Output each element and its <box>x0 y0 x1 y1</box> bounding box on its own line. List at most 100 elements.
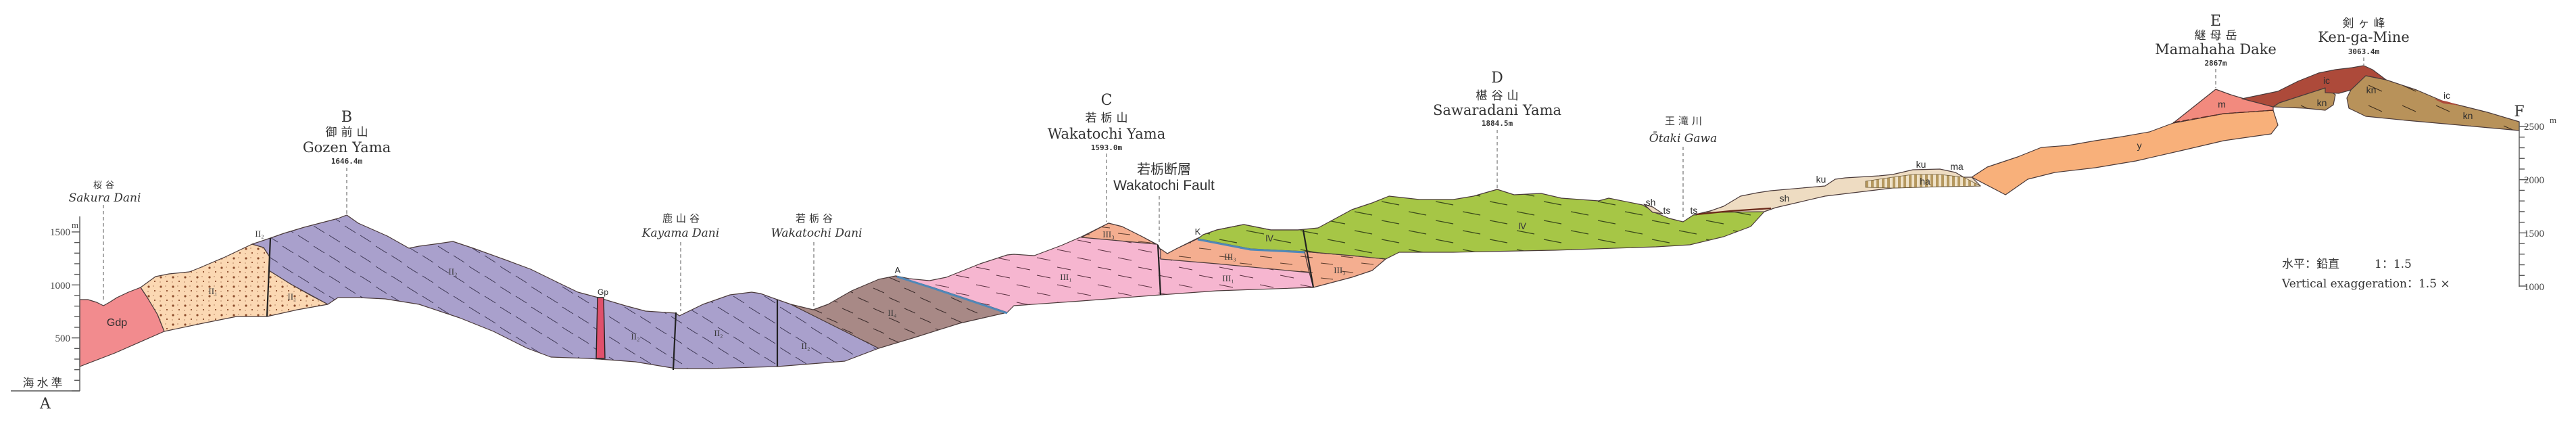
scale-ratio: 1：1.5 <box>2375 258 2412 271</box>
peak-label-d: D 椹谷山 Sawaradani Yama 1884.5m <box>1433 70 1561 128</box>
unit-label: Gdp <box>107 317 127 329</box>
valley-name-en: Sakura Dani <box>69 191 141 205</box>
valley-name-jp: 王滝川 <box>1665 115 1705 127</box>
peak-name-en: Ken-ga-Mine <box>2318 29 2409 45</box>
unit-label: ma <box>1950 161 1964 172</box>
unit-label: II₂ <box>801 341 810 351</box>
tick-label: 1000 <box>2524 282 2544 293</box>
peak-name-jp: 若栃山 <box>1086 112 1132 125</box>
peak-label-b: B 御前山 Gozen Yama 1646.4m <box>303 109 391 166</box>
unit-label: y <box>2137 140 2142 151</box>
gp-dike <box>596 297 606 359</box>
unit-label: Gp <box>598 287 608 297</box>
peak-label-e: E 継母岳 Mamahaha Dake 2867m <box>2155 13 2277 68</box>
scale-note: 水平：鉛直 1：1.5 Vertical exaggeration：1.5 × <box>2281 258 2450 291</box>
unit-label: A <box>895 265 901 275</box>
peak-elevation: 1646.4m <box>331 157 363 166</box>
unit-y <box>1971 110 2279 195</box>
wakatochi-fault-line <box>1157 244 1162 296</box>
peak-name-jp: 御前山 <box>326 126 372 139</box>
peak-elevation: 1884.5m <box>1482 119 1513 128</box>
unit-label: ku <box>1816 174 1826 185</box>
tick-label: 1000 <box>50 281 70 291</box>
m-y-contact <box>2172 110 2274 123</box>
unit-label: II₁ <box>287 291 296 302</box>
peak-name-en: Sawaradani Yama <box>1433 102 1561 118</box>
unit-iv <box>1197 189 1765 260</box>
unit-label: II₂ <box>631 331 639 342</box>
unit-label: Ⅳ <box>1265 233 1273 243</box>
unit-label: II₂ <box>714 328 723 338</box>
unit-ha <box>1865 174 1981 189</box>
valley-name-en: Ōtaki Gawa <box>1649 131 1717 145</box>
axis-unit: m <box>72 220 78 230</box>
unit-label: sh <box>1780 193 1790 204</box>
left-elevation-axis: 1500 1000 500 m 海水準 A <box>11 216 80 413</box>
unit-label: II₂ <box>448 266 457 277</box>
unit-label: II₄ <box>888 308 897 318</box>
coal-seam-line-a <box>896 275 1008 314</box>
fault-name-en: Wakatochi Fault <box>1113 178 1215 193</box>
valley-name-jp: 若栃谷 <box>796 212 836 225</box>
axis-unit: m <box>2550 115 2556 125</box>
unit-sh-patch-west <box>1643 204 1663 214</box>
peak-name-jp: 継母岳 <box>2195 29 2241 43</box>
unit-label: II₂ <box>255 229 264 239</box>
unit-label: kn <box>2463 110 2473 121</box>
section-letter: B <box>341 109 352 126</box>
section-letter: D <box>1491 70 1503 87</box>
unit-label: III₃ <box>1334 265 1346 275</box>
unit-label: ku <box>1916 159 1926 170</box>
unit-label: ic <box>2444 90 2450 101</box>
valley-label-wakatochi: 若栃谷 Wakatochi Dani <box>771 212 862 240</box>
fault-line <box>1302 229 1315 288</box>
unit-ic-sliver <box>2433 99 2460 106</box>
tick-label: 1500 <box>50 227 70 238</box>
tick-label: 2000 <box>2524 175 2544 186</box>
valley-label-kayama: 鹿山谷 Kayama Dani <box>641 212 719 240</box>
unit-label: ha <box>1920 176 1930 187</box>
sea-level-label: 海水準 <box>23 377 66 390</box>
peak-elevation: 1593.0m <box>1091 143 1123 152</box>
unit-label: m <box>2218 99 2226 110</box>
unit-ts-line <box>1696 207 1772 216</box>
vertical-exaggeration: Vertical exaggeration：1.5 × <box>2281 277 2450 291</box>
unit-label: III₁ <box>1222 273 1234 283</box>
unit-label: ic <box>2323 75 2330 86</box>
peak-label-c: C 若栃山 Wakatochi Yama 1593.0m <box>1048 92 1165 152</box>
valley-label-otaki: 王滝川 Ōtaki Gawa <box>1649 115 1717 145</box>
peak-name-en: Wakatochi Yama <box>1048 126 1165 142</box>
unit-label: kn <box>2366 85 2377 95</box>
peak-label-ken-ga-mine: 剣ヶ峰 Ken-ga-Mine 3063.4m <box>2318 17 2409 56</box>
unit-label: Ⅳ <box>1518 221 1526 231</box>
peak-elevation: 2867m <box>2204 59 2227 68</box>
valley-name-en: Wakatochi Dani <box>771 227 862 240</box>
wakatochi-fault-label: 若栃断層 Wakatochi Fault <box>1113 162 1215 193</box>
tick-label: 2500 <box>2524 122 2544 133</box>
unit-label: III₃ <box>1224 252 1236 262</box>
right-elevation-axis: 2500 2000 1500 1000 m <box>2519 115 2556 293</box>
unit-gdp-granodiorite <box>79 287 165 367</box>
unit-label: II₁ <box>208 286 217 296</box>
unit-label: III₃ <box>1102 229 1115 239</box>
tick-label: 1500 <box>2524 229 2544 239</box>
unit-label: ts <box>1663 205 1671 216</box>
section-start-letter: A <box>39 396 51 413</box>
scale-ratio-label: 水平：鉛直 <box>2282 258 2339 271</box>
peak-elevation: 3063.4m <box>2348 47 2380 56</box>
fault-line <box>266 237 272 317</box>
tick-label: 500 <box>55 333 71 344</box>
unit-kn-east <box>2346 75 2520 131</box>
section-end-letter: F <box>2514 103 2524 120</box>
section-letter: E <box>2210 13 2221 30</box>
section-letter: C <box>1101 92 1113 109</box>
peak-name-jp: 剣ヶ峰 <box>2343 17 2389 30</box>
fault-line <box>672 312 677 371</box>
unit-label: kn <box>2317 97 2327 108</box>
peak-name-jp: 椹谷山 <box>1476 89 1523 103</box>
valley-name-jp: 鹿山谷 <box>662 212 703 225</box>
valley-name-en: Kayama Dani <box>641 227 719 240</box>
peak-name-en: Mamahaha Dake <box>2155 41 2277 57</box>
valley-name-jp: 桜谷 <box>93 181 118 191</box>
unit-label: K <box>1195 227 1201 237</box>
